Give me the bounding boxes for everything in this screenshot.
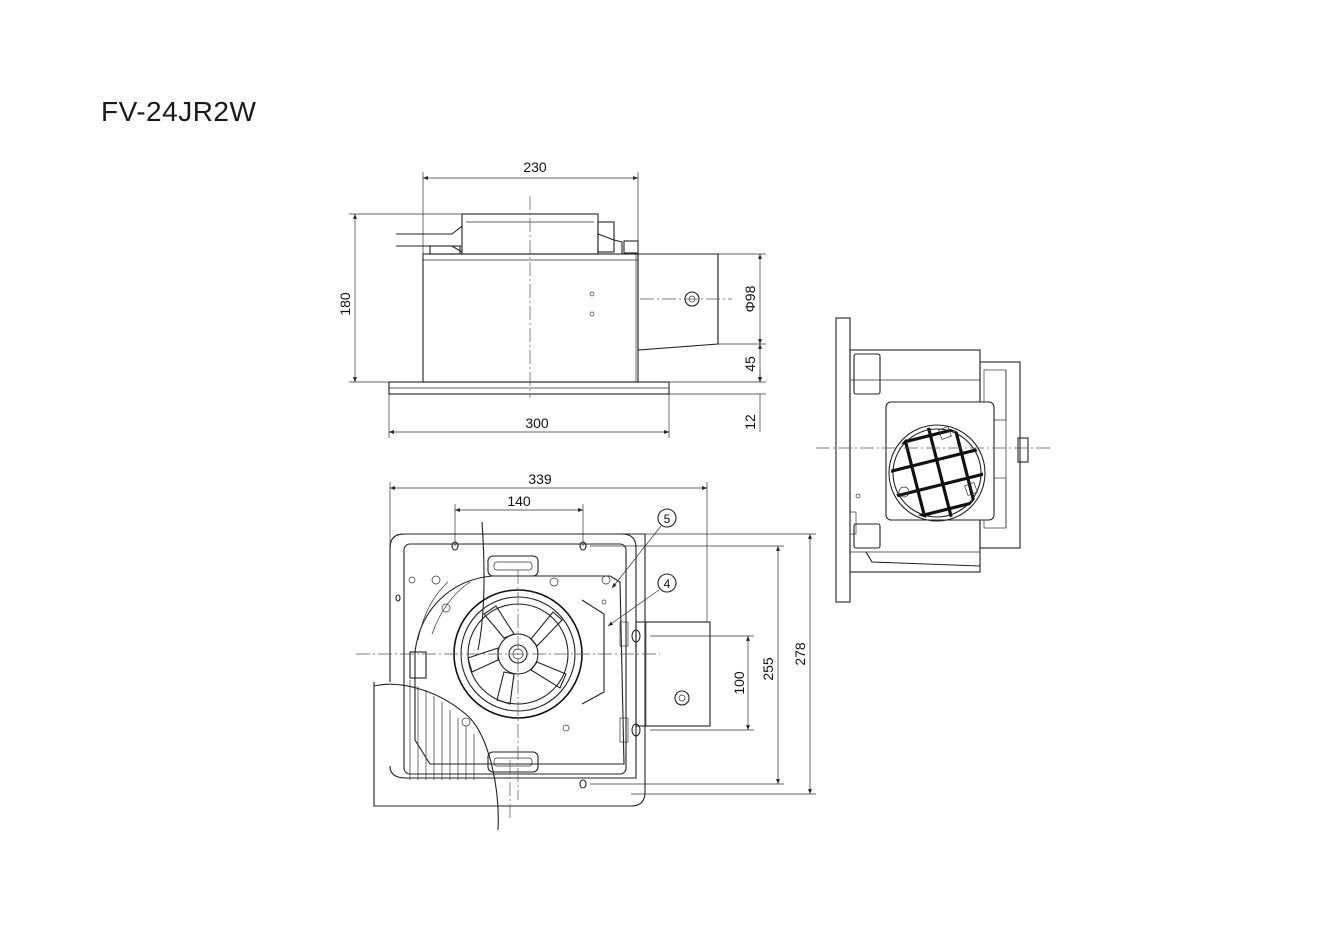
dim-duct-offset: 45 bbox=[742, 356, 758, 372]
dim-duct-center: 100 bbox=[731, 671, 747, 695]
end-view bbox=[816, 317, 1050, 603]
dim-base-width: 300 bbox=[525, 415, 549, 431]
dim-body-depth: 255 bbox=[760, 657, 776, 681]
dim-flange: 12 bbox=[742, 414, 758, 430]
dim-duct-diameter: Φ98 bbox=[742, 285, 758, 312]
callout-5-circle bbox=[657, 508, 677, 528]
dim-overall-depth: 278 bbox=[792, 642, 808, 666]
dim-overall-width: 339 bbox=[528, 471, 552, 487]
dim-hole-spacing: 140 bbox=[507, 493, 531, 509]
callout-4-label: 4 bbox=[664, 577, 671, 591]
dim-height: 180 bbox=[337, 292, 353, 316]
bottom-view: 339 140 100 255 278 5 4 bbox=[356, 471, 816, 831]
callout-5-label: 5 bbox=[664, 512, 671, 526]
callout-4-circle bbox=[657, 573, 677, 593]
side-view: 230 180 Φ98 45 12 300 bbox=[337, 159, 766, 438]
dim-top-width: 230 bbox=[523, 159, 547, 175]
model-title: FV-24JR2W bbox=[101, 96, 257, 127]
